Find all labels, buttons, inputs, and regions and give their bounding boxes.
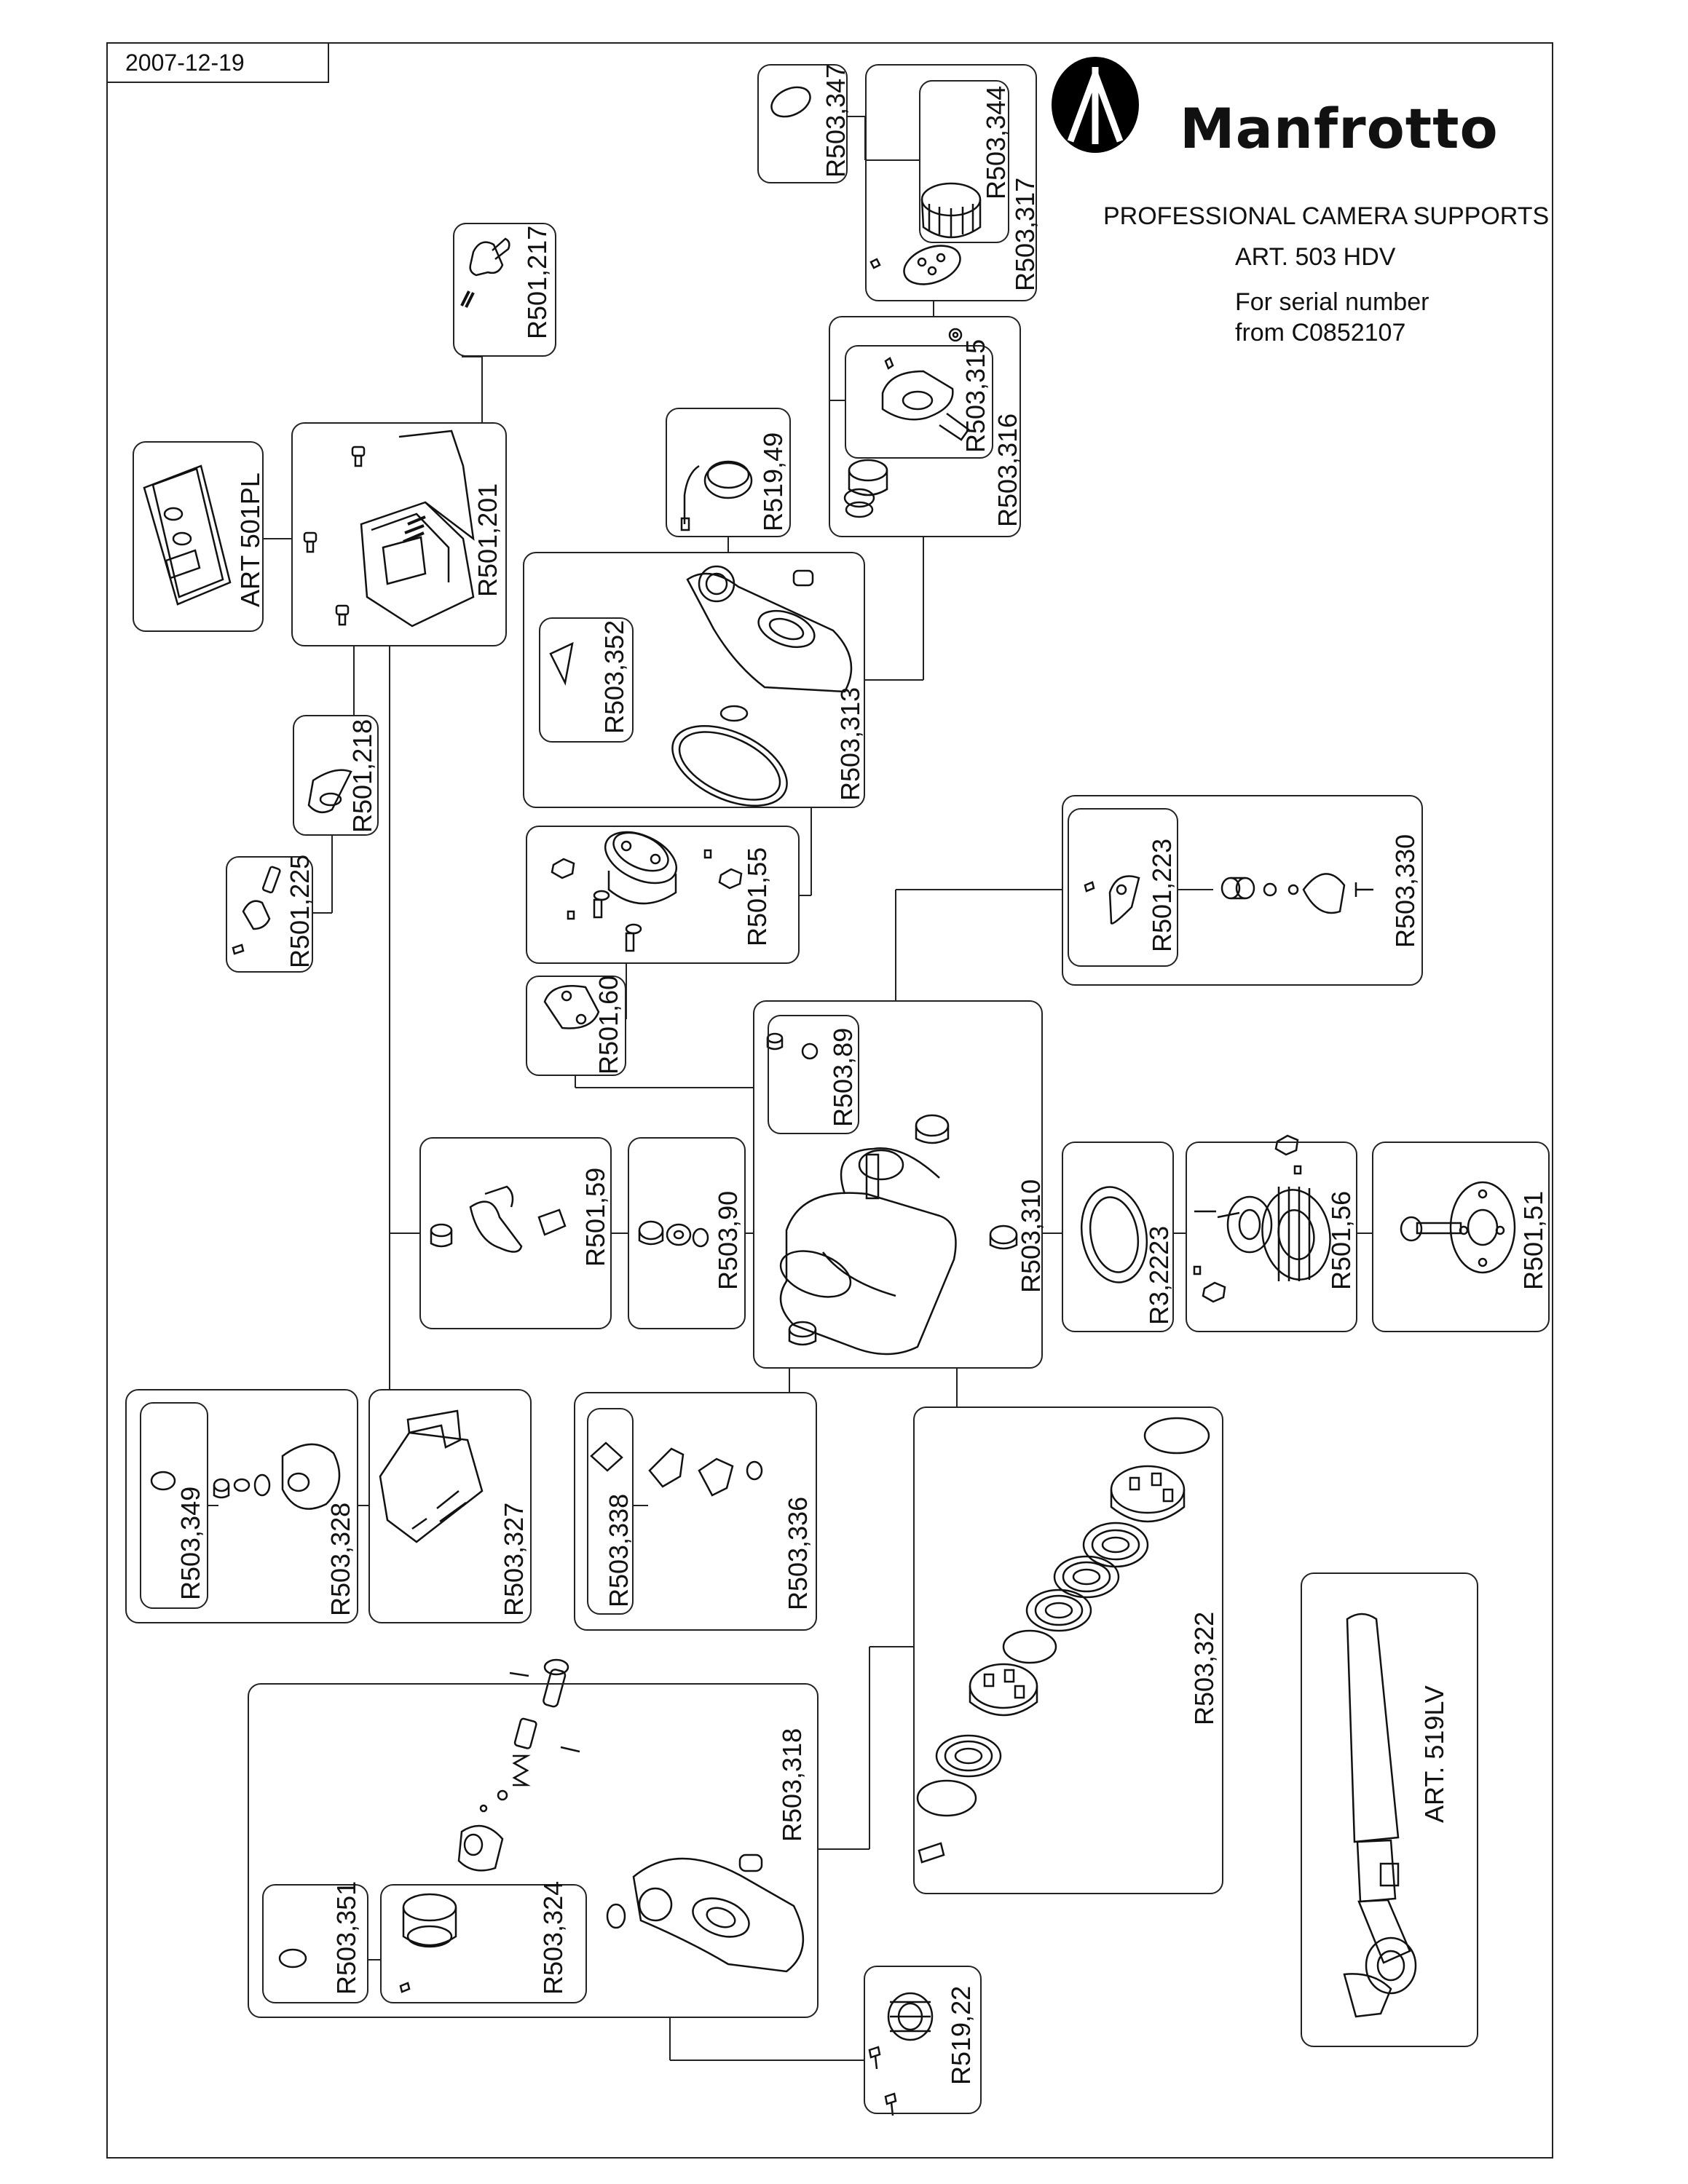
box-r503-316	[829, 316, 1021, 537]
box-r503-310	[753, 1000, 1043, 1369]
label-r503-313: R503,313	[835, 687, 865, 801]
box-r501-56	[1186, 1142, 1357, 1332]
box-r501-60	[526, 976, 626, 1076]
box-r503-90	[628, 1137, 746, 1329]
label-r3-2223: R3,2223	[1144, 1225, 1174, 1325]
label-r503-310: R503,310	[1016, 1179, 1046, 1293]
box-r501-201	[291, 422, 507, 646]
box-r503-315	[845, 345, 993, 459]
label-r503-338: R503,338	[604, 1493, 634, 1607]
label-r503-322: R503,322	[1189, 1611, 1219, 1725]
box-r501-217	[453, 223, 556, 357]
date-box: 2007-12-19	[106, 42, 329, 83]
box-r503-336	[574, 1392, 817, 1631]
brand-name: Manfrotto	[1180, 96, 1499, 161]
label-r503-315: R503,315	[961, 339, 990, 453]
label-r503-328: R503,328	[326, 1502, 355, 1616]
box-r503-327	[368, 1389, 532, 1623]
box-r503-349	[140, 1402, 208, 1609]
label-r501-217: R501,217	[522, 225, 552, 339]
box-r503-313	[523, 552, 865, 808]
label-r503-352: R503,352	[599, 620, 629, 734]
box-r503-324	[380, 1884, 587, 2003]
box-r519-49	[666, 408, 791, 537]
box-r503-351	[262, 1884, 368, 2003]
article-number: ART. 503 HDV	[1235, 243, 1396, 271]
box-r503-344	[919, 80, 1009, 243]
box-r503-347	[757, 64, 848, 183]
label-art-501pl: ART 501PL	[235, 472, 265, 607]
box-r501-225	[226, 856, 313, 973]
label-r503-317: R503,317	[1010, 177, 1040, 291]
box-r501-223	[1068, 808, 1178, 967]
label-r503-330: R503,330	[1390, 834, 1420, 948]
label-r503-89: R503,89	[828, 1027, 858, 1127]
label-r501-59: R501,59	[580, 1167, 610, 1267]
label-r503-324: R503,324	[538, 1880, 568, 1995]
box-r503-338	[587, 1408, 634, 1615]
box-r501-218	[293, 715, 379, 836]
label-art-519lv: ART. 519LV	[1419, 1685, 1449, 1823]
label-r503-90: R503,90	[713, 1190, 743, 1290]
box-art-501pl	[133, 441, 264, 632]
box-r503-330	[1062, 795, 1423, 986]
date-label: 2007-12-19	[125, 50, 245, 76]
label-r503-344: R503,344	[981, 85, 1011, 199]
label-r503-327: R503,327	[499, 1502, 529, 1616]
label-r501-225: R501,225	[285, 854, 315, 968]
label-r503-318: R503,318	[777, 1728, 807, 1842]
box-art-519lv	[1301, 1572, 1478, 2047]
label-r519-49: R519,49	[758, 432, 788, 531]
label-r519-22: R519,22	[946, 1985, 976, 2085]
box-r503-318	[248, 1683, 819, 2018]
box-r501-51	[1372, 1142, 1550, 1332]
box-r501-55	[526, 826, 800, 964]
label-r503-336: R503,336	[783, 1496, 813, 1610]
serial-line-1: For serial number	[1235, 288, 1429, 316]
label-r501-218: R501,218	[347, 719, 377, 833]
box-r519-22	[864, 1966, 982, 2114]
label-r501-60: R501,60	[593, 975, 623, 1075]
box-r3-2223	[1062, 1142, 1174, 1332]
label-r501-56: R501,56	[1326, 1190, 1356, 1290]
box-r503-89	[768, 1015, 859, 1134]
label-r503-349: R503,349	[175, 1486, 205, 1600]
label-r501-223: R501,223	[1147, 838, 1177, 952]
manfrotto-logo-icon	[1052, 57, 1139, 153]
drawing-frame	[106, 42, 1553, 2159]
label-r503-347: R503,347	[821, 63, 851, 178]
label-r503-316: R503,316	[993, 413, 1022, 527]
label-r501-201: R501,201	[473, 483, 502, 597]
label-r503-351: R503,351	[331, 1880, 361, 1995]
label-r501-51: R501,51	[1518, 1190, 1548, 1290]
box-r503-322	[913, 1406, 1223, 1894]
box-r503-352	[539, 617, 634, 743]
box-r503-328	[125, 1389, 358, 1623]
box-r503-317	[865, 64, 1037, 301]
brand-block: Manfrotto	[1049, 51, 1529, 161]
label-r501-55: R501,55	[742, 847, 772, 946]
box-r501-59	[419, 1137, 612, 1329]
serial-line-2: from C0852107	[1235, 319, 1406, 347]
tagline: PROFESSIONAL CAMERA SUPPORTS	[1103, 202, 1550, 230]
